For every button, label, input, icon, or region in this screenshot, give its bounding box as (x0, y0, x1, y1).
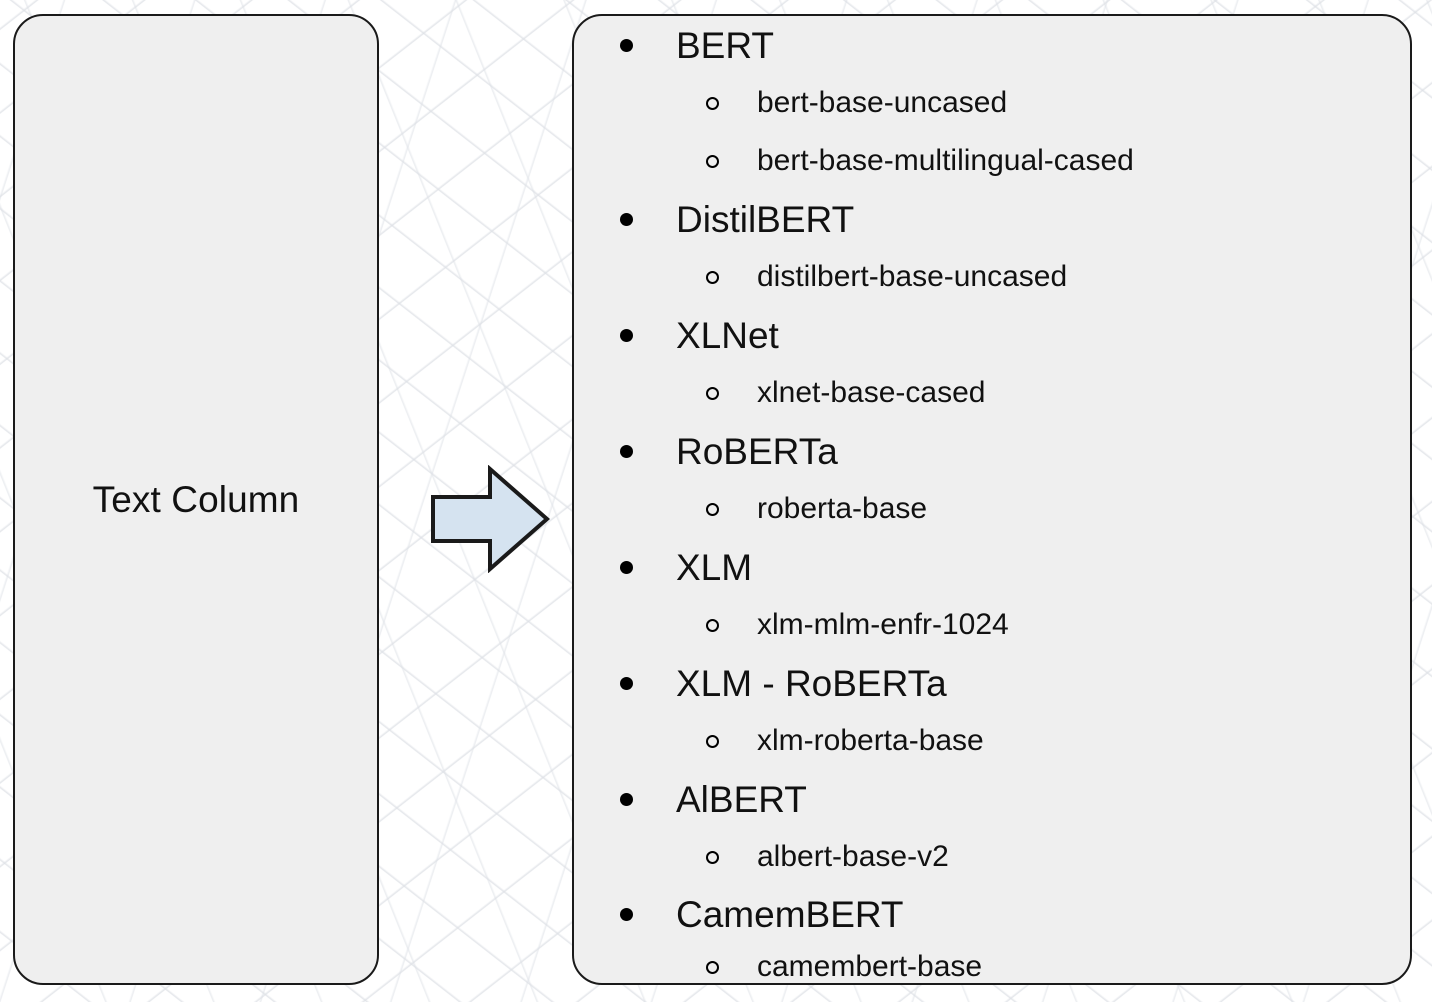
model-group-row[interactable]: BERT (574, 16, 1410, 74)
model-variant-row[interactable]: xlm-mlm-enfr-1024 (574, 596, 1410, 654)
model-variant-label: roberta-base (757, 492, 928, 525)
model-group-row[interactable]: XLNet (574, 306, 1410, 364)
filled-bullet-icon (620, 560, 633, 574)
model-variant-label: xlnet-base-cased (757, 376, 986, 409)
model-group: RoBERTa roberta-base (574, 422, 1410, 538)
filled-bullet-icon (620, 907, 633, 921)
filled-bullet-icon (620, 38, 633, 52)
model-group: DistilBERT distilbert-base-uncased (574, 190, 1410, 306)
model-group-label: XLNet (676, 314, 779, 356)
hollow-bullet-icon (706, 154, 719, 168)
hollow-bullet-icon (706, 850, 719, 864)
model-group-row[interactable]: XLM - RoBERTa (574, 654, 1410, 712)
model-variant-row[interactable]: bert-base-uncased (574, 74, 1410, 132)
model-variant-label: bert-base-multilingual-cased (757, 144, 1134, 177)
model-variant-row[interactable]: camembert-base (574, 942, 1410, 983)
model-group: BERT bert-base-uncased bert-base-multiling… (574, 16, 1410, 190)
hollow-bullet-icon (706, 270, 719, 284)
right-block-arrow-icon (430, 464, 551, 574)
model-group-row[interactable]: RoBERTa (574, 422, 1410, 480)
model-group-label: BERT (676, 24, 775, 66)
model-group-label: AlBERT (676, 778, 807, 820)
filled-bullet-icon (620, 676, 633, 690)
model-variant-label: albert-base-v2 (757, 840, 949, 873)
model-group-label: XLM - RoBERTa (676, 662, 947, 704)
filled-bullet-icon (620, 328, 633, 342)
model-group-label: CamemBERT (676, 893, 904, 935)
model-group: AlBERT albert-base-v2 (574, 770, 1410, 886)
model-variant-row[interactable]: xlnet-base-cased (574, 364, 1410, 422)
filled-bullet-icon (620, 444, 633, 458)
model-variant-row[interactable]: xlm-roberta-base (574, 712, 1410, 770)
model-variant-label: xlm-roberta-base (757, 724, 984, 757)
model-variant-row[interactable]: bert-base-multilingual-cased (574, 132, 1410, 190)
hollow-bullet-icon (706, 386, 719, 400)
hollow-bullet-icon (706, 502, 719, 516)
hollow-bullet-icon (706, 960, 719, 974)
model-variant-label: camembert-base (757, 950, 983, 983)
model-group-row[interactable]: AlBERT (574, 770, 1410, 828)
model-group-row[interactable]: DistilBERT (574, 190, 1410, 248)
hollow-bullet-icon (706, 96, 719, 110)
text-column-label: Text Column (92, 478, 300, 520)
model-group-label: XLM (676, 546, 753, 588)
text-column-panel: Text Column (13, 14, 379, 985)
hollow-bullet-icon (706, 618, 719, 632)
model-variant-row[interactable]: distilbert-base-uncased (574, 248, 1410, 306)
model-group: XLM - RoBERTa xlm-roberta-base (574, 654, 1410, 770)
model-group: XLNet xlnet-base-cased (574, 306, 1410, 422)
model-list: BERT bert-base-uncased bert-base-multiling… (574, 16, 1410, 983)
hollow-bullet-icon (706, 734, 719, 748)
filled-bullet-icon (620, 792, 633, 806)
model-variant-label: bert-base-uncased (757, 86, 1008, 119)
model-variant-label: distilbert-base-uncased (757, 260, 1068, 293)
models-panel: BERT bert-base-uncased bert-base-multiling… (572, 14, 1412, 985)
filled-bullet-icon (620, 212, 633, 226)
model-variant-row[interactable]: roberta-base (574, 480, 1410, 538)
model-group: CamemBERT camembert-base (574, 886, 1410, 983)
model-variant-row[interactable]: albert-base-v2 (574, 828, 1410, 886)
model-group-row[interactable]: CamemBERT (574, 886, 1410, 942)
model-variant-label: xlm-mlm-enfr-1024 (757, 608, 1009, 641)
model-group-label: RoBERTa (676, 430, 838, 472)
model-group-row[interactable]: XLM (574, 538, 1410, 596)
model-group-label: DistilBERT (676, 198, 855, 240)
